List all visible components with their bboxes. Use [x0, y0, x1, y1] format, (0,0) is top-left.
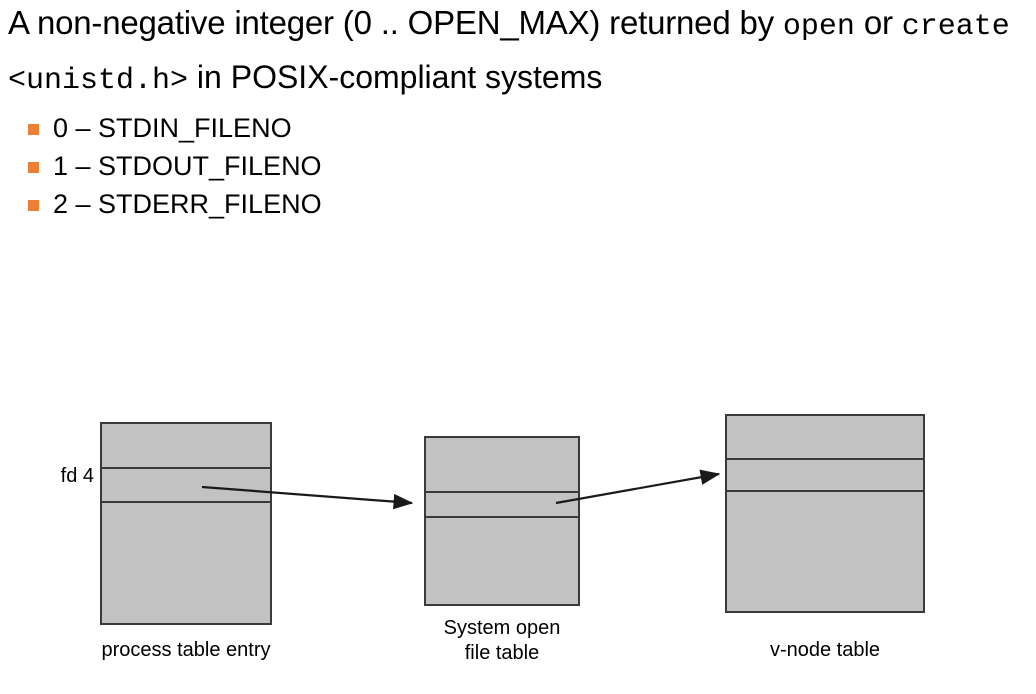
- lead-text-joiner: or: [854, 4, 902, 41]
- arrow-file-table-to-vnode: [555, 469, 721, 505]
- square-bullet-icon: [28, 123, 39, 135]
- unistd-header-rest: in POSIX-compliant systems: [188, 59, 603, 95]
- process-table-entry-caption: process table entry: [101, 639, 271, 661]
- fileno-bullet-list: 0 – STDIN_FILENO 1 – STDOUT_FILENO 2 – S…: [8, 109, 1028, 223]
- unistd-header-line: <unistd.h> in POSIX-compliant systems: [8, 55, 1028, 103]
- list-item: 0 – STDIN_FILENO: [8, 109, 1028, 147]
- code-create: create: [901, 10, 1010, 44]
- process-table-entry-box: [100, 422, 272, 625]
- square-bullet-icon: [28, 199, 39, 211]
- system-open-file-table-caption: System open file table: [443, 617, 561, 664]
- v-node-table-box: [725, 414, 925, 613]
- v-node-table-caption: v-node table: [769, 639, 881, 661]
- vnode-divider-bottom: [725, 490, 925, 492]
- slide-text-block: A non-negative integer (0 .. OPEN_MAX) r…: [8, 2, 1028, 239]
- process-table-divider-top: [100, 467, 272, 469]
- file-table-divider-bottom: [424, 516, 580, 518]
- list-item-label: 0 – STDIN_FILENO: [53, 113, 292, 143]
- lead-text-part1: A non-negative integer (0 .. OPEN_MAX) r…: [8, 4, 783, 41]
- process-table-divider-bottom: [100, 501, 272, 503]
- file-table-divider-top: [424, 491, 580, 493]
- list-item-label: 1 – STDOUT_FILENO: [53, 151, 322, 181]
- list-item-label: 2 – STDERR_FILENO: [53, 189, 322, 219]
- vnode-divider-top: [725, 458, 925, 460]
- code-unistd-header: <unistd.h>: [8, 64, 189, 98]
- system-open-file-table-box: [424, 436, 580, 606]
- square-bullet-icon: [28, 161, 39, 173]
- lead-paragraph: A non-negative integer (0 .. OPEN_MAX) r…: [8, 2, 1028, 48]
- list-item: 2 – STDERR_FILENO: [8, 185, 1028, 223]
- code-open: open: [782, 10, 855, 44]
- list-item: 1 – STDOUT_FILENO: [8, 147, 1028, 185]
- fd-4-label: fd 4: [60, 465, 94, 487]
- arrow-process-to-file-table: [201, 485, 414, 510]
